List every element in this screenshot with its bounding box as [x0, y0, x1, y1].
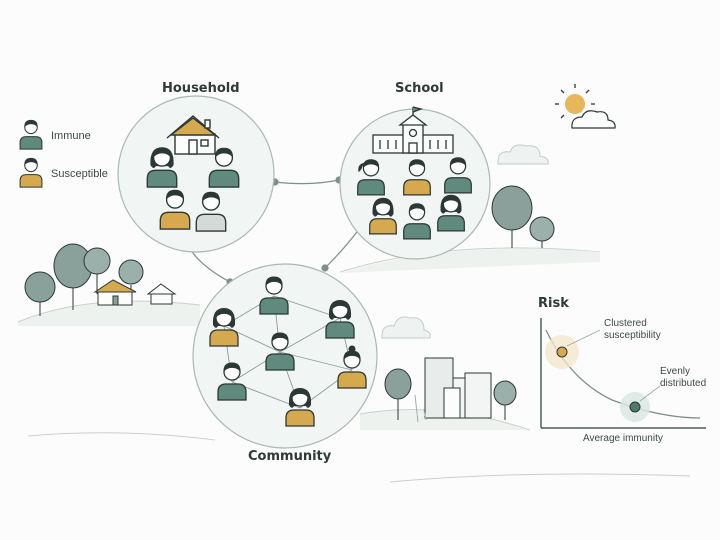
trees-left: [24, 243, 144, 316]
household-person-1: [146, 147, 178, 188]
legend-immune-icon: [19, 119, 43, 150]
school-icon: [372, 106, 454, 154]
household-circle: [117, 95, 275, 253]
household-label: Household: [162, 81, 240, 96]
community-person-3: [325, 300, 355, 339]
school-person-5: [403, 203, 431, 240]
community-person-5: [217, 362, 247, 401]
city-buildings: [414, 357, 492, 423]
risk-chart: [540, 318, 706, 429]
clustered-susceptibility-label: Clustered susceptibility: [604, 318, 661, 341]
community-person-6: [337, 345, 367, 389]
school-person-6: [437, 194, 465, 232]
trees-right: [384, 185, 555, 420]
legend-susceptible-label: Susceptible: [51, 168, 108, 180]
community-person-4: [265, 332, 295, 371]
risk-chart-title: Risk: [538, 296, 569, 311]
clustered-point: [556, 346, 568, 358]
legend-icons: [19, 119, 43, 188]
school-person-4: [369, 197, 397, 235]
even-point: [629, 401, 641, 413]
house-icon: [166, 115, 220, 155]
risk-chart-xlabel: Average immunity: [583, 433, 663, 444]
cloud-icon: [381, 144, 549, 339]
legend-immune-label: Immune: [51, 130, 91, 142]
evenly-distributed-label: Evenly distributed: [660, 366, 707, 389]
background-landscape: [17, 247, 691, 483]
household-person-4: [195, 191, 227, 232]
community-label: Community: [248, 449, 332, 464]
community-person-7: [285, 388, 315, 427]
community-person-1: [259, 276, 289, 315]
community-person-2: [209, 308, 239, 347]
school-person-2: [403, 159, 431, 196]
people-layer: [146, 147, 472, 427]
legend-susceptible-icon: [19, 157, 43, 188]
household-person-3: [159, 189, 191, 230]
household-person-2: [208, 147, 240, 188]
school-person-3: [444, 157, 472, 194]
houses-left: [93, 279, 177, 306]
school-person-1: [357, 159, 385, 196]
school-label: School: [395, 81, 444, 96]
sun-icon: [555, 84, 616, 129]
